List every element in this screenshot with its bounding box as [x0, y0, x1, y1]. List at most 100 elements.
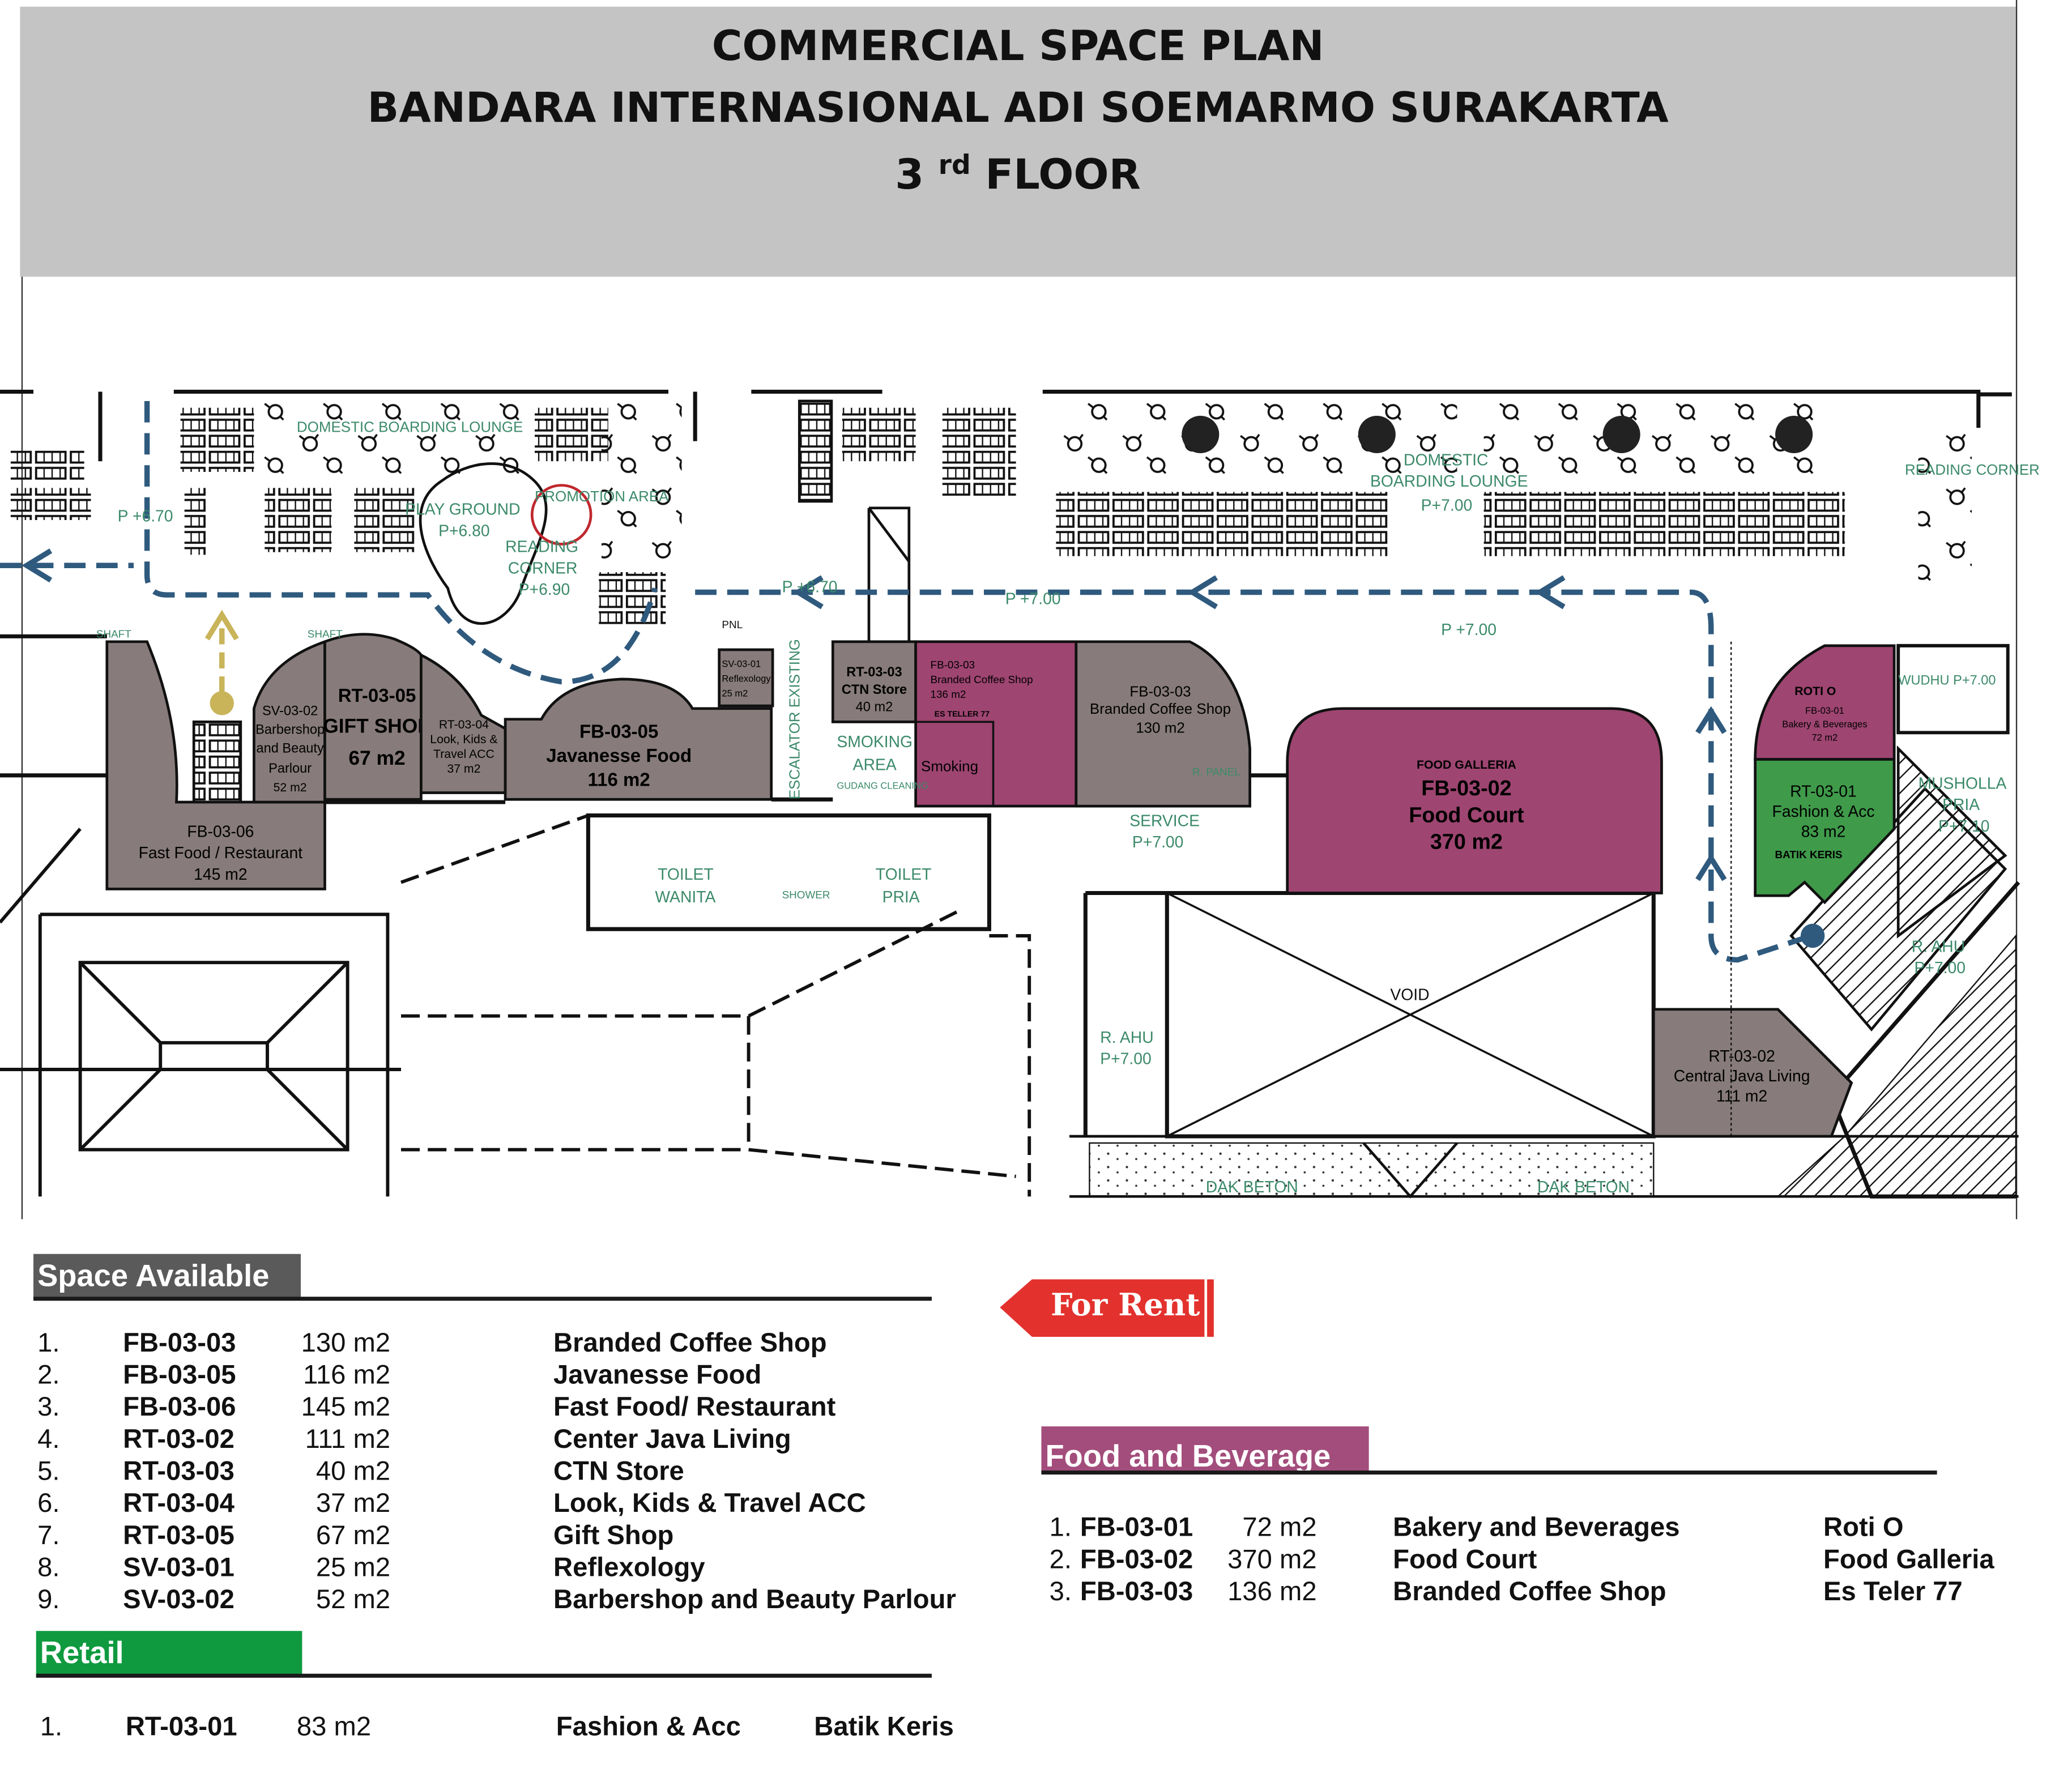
unit-code: RT-03-03 — [123, 1457, 235, 1487]
label-boarding-lounge: DOMESTIC — [1404, 451, 1488, 469]
unit-fb-03-01[interactable]: ROTI O FB-03-01 Bakery & Beverages 72 m2 — [1754, 644, 1896, 761]
unit-area: 52 m2 — [316, 1585, 391, 1615]
unit-area: 370 m2 — [1227, 1545, 1317, 1575]
unit-area: 145 m2 — [301, 1393, 391, 1423]
unit-fb-03-03-available[interactable]: FB-03-03 Branded Coffee Shop 130 m2 — [1075, 640, 1251, 808]
unit-sv-03-02[interactable]: SV-03-02 Barbershop and Beauty Parlour 5… — [253, 640, 326, 804]
row-number: 1. — [40, 1712, 63, 1742]
unit-code: RT-03-02 — [1708, 1047, 1775, 1066]
label-playground: PLAY GROUND — [405, 501, 520, 519]
unit-rt-03-05[interactable]: RT-03-05 GIFT SHOP 67 m2 — [323, 633, 431, 801]
unit-area: 37 m2 — [316, 1489, 391, 1519]
label-toilet-wanita: WANITA — [655, 888, 715, 906]
unit-code: RT-03-05 — [123, 1521, 235, 1551]
label-level: P +7.00 — [1441, 621, 1497, 639]
unit-description: Reflexology — [553, 1553, 705, 1583]
for-rent-tag: For Rent — [1000, 1279, 1216, 1337]
floor-title: 3 rd FLOOR — [20, 148, 2015, 199]
unit-description: Food Court — [1393, 1545, 1537, 1575]
unit-description: Branded Coffee Shop — [553, 1328, 827, 1358]
label-ahu-room: R. AHU — [1100, 1029, 1153, 1047]
row-number: 6. — [37, 1489, 60, 1519]
label-dak-beton: DAK BETON — [1537, 1178, 1630, 1196]
floor-word: FLOOR — [985, 151, 1141, 199]
label-level: P+7.00 — [1421, 497, 1473, 515]
arrow-left-icon — [22, 548, 53, 583]
unit-code: FB-03-02 — [1080, 1545, 1193, 1575]
unit-name: Barbershop — [255, 722, 325, 737]
unit-brand: ES TELLER 77 — [935, 710, 990, 719]
unit-code: FB-03-03 — [123, 1328, 236, 1358]
unit-description: Barbershop and Beauty Parlour — [553, 1585, 956, 1615]
row-number: 2. — [37, 1361, 60, 1391]
unit-area: 111 m2 — [305, 1425, 391, 1455]
unit-name: Branded Coffee Shop — [1090, 700, 1231, 717]
unit-rt-03-03[interactable]: RT-03-03 CTN Store 40 m2 — [831, 640, 917, 723]
unit-code: RT-03-03 — [846, 664, 902, 679]
unit-description: Gift Shop — [553, 1521, 674, 1551]
promotion-area-circle — [530, 484, 592, 545]
label-boarding-lounge: DOMESTIC BOARDING LOUNGE — [297, 418, 523, 435]
row-number: 1. — [37, 1328, 60, 1358]
unit-code: RT-03-04 — [439, 718, 489, 731]
title-banner: COMMERCIAL SPACE PLAN BANDARA INTERNASIO… — [20, 6, 2016, 277]
unit-name: Travel ACC — [433, 747, 494, 761]
label-wudhu: WUDHU P+7.00 — [1898, 672, 1996, 687]
unit-code: RT-03-01 — [125, 1712, 237, 1742]
unit-rt-03-04[interactable]: RT-03-04 Look, Kids & Travel ACC 37 m2 — [420, 653, 507, 794]
label-level: P+7.10 — [1938, 817, 1990, 836]
unit-fb-03-05[interactable]: FB-03-05 Javanesse Food 116 m2 — [504, 677, 773, 801]
label-panel-room: R. PANEL — [1192, 766, 1240, 778]
unit-code: FB-03-03 — [1129, 683, 1191, 700]
unit-fb-03-02[interactable]: FOOD GALLERIA FB-03-02 Food Court 370 m2 — [1286, 707, 1663, 894]
unit-rt-03-02[interactable]: RT-03-02 Central Java Living 111 m2 — [1652, 1008, 1853, 1138]
unit-code: FB-03-02 — [1421, 776, 1511, 800]
label-musholla: PRIA — [1942, 796, 1980, 814]
unit-area: 370 m2 — [1430, 830, 1503, 854]
label-promotion-area: PROMOTION AREA — [535, 488, 669, 505]
label-level: P +7.00 — [1005, 590, 1061, 608]
void-cross — [1166, 892, 1655, 1137]
circulation-paths — [0, 400, 1813, 963]
unit-description: Center Java Living — [553, 1425, 791, 1455]
tenant-brand: Es Teler 77 — [1823, 1577, 1963, 1607]
unit-brand: FOOD GALLERIA — [1417, 758, 1516, 772]
unit-fb-03-06[interactable]: FB-03-06 Fast Food / Restaurant 145 m2 — [105, 640, 326, 890]
unit-area: 130 m2 — [1136, 719, 1185, 736]
unit-fb-03-03-es-teler[interactable]: FB-03-03 Branded Coffee Shop 136 m2 ES T… — [914, 640, 1078, 808]
unit-area: 40 m2 — [856, 700, 893, 714]
row-number: 3. — [1049, 1577, 1072, 1607]
row-number: 9. — [37, 1585, 60, 1615]
label-level: P+7.00 — [1132, 833, 1184, 851]
for-rent-arrow-icon — [1000, 1279, 1214, 1337]
unit-name: Fast Food / Restaurant — [139, 844, 303, 862]
unit-description: Fashion & Acc — [556, 1712, 741, 1742]
tenant-brand: Food Galleria — [1823, 1545, 1994, 1575]
label-level: P+6.90 — [519, 581, 570, 599]
label-musholla: MUSHOLLA — [1918, 774, 2007, 792]
label-level: P+6.80 — [438, 522, 490, 540]
unit-code: RT-03-04 — [123, 1489, 235, 1519]
unit-rt-03-01[interactable]: RT-03-01 Fashion & Acc 83 m2 BATIK KERIS — [1754, 758, 1896, 905]
unit-area: 25 m2 — [722, 689, 748, 699]
unit-description: CTN Store — [553, 1457, 684, 1487]
label-escalator: ESCALATOR EXISTING — [786, 639, 803, 799]
unit-sv-03-01[interactable]: SV-03-01 Reflexology 25 m2 — [718, 648, 774, 708]
unit-area: 136 m2 — [931, 688, 966, 700]
label-service: SERVICE — [1129, 812, 1200, 830]
location-marker-icon — [1800, 923, 1825, 948]
unit-area: 130 m2 — [301, 1328, 391, 1358]
unit-area: 37 m2 — [447, 762, 480, 775]
label-toilet-pria: PRIA — [882, 888, 920, 906]
label-reading-corner: READING — [505, 538, 578, 556]
unit-area: 67 m2 — [348, 747, 405, 769]
unit-name: CTN Store — [842, 682, 907, 697]
plant-icon — [1775, 415, 1813, 454]
direction-arrows — [22, 548, 1825, 948]
retail-heading: Retail — [36, 1631, 302, 1676]
arrow-left-icon — [1187, 575, 1218, 610]
escalator-path — [204, 610, 239, 715]
unit-area: 116 m2 — [588, 769, 650, 790]
